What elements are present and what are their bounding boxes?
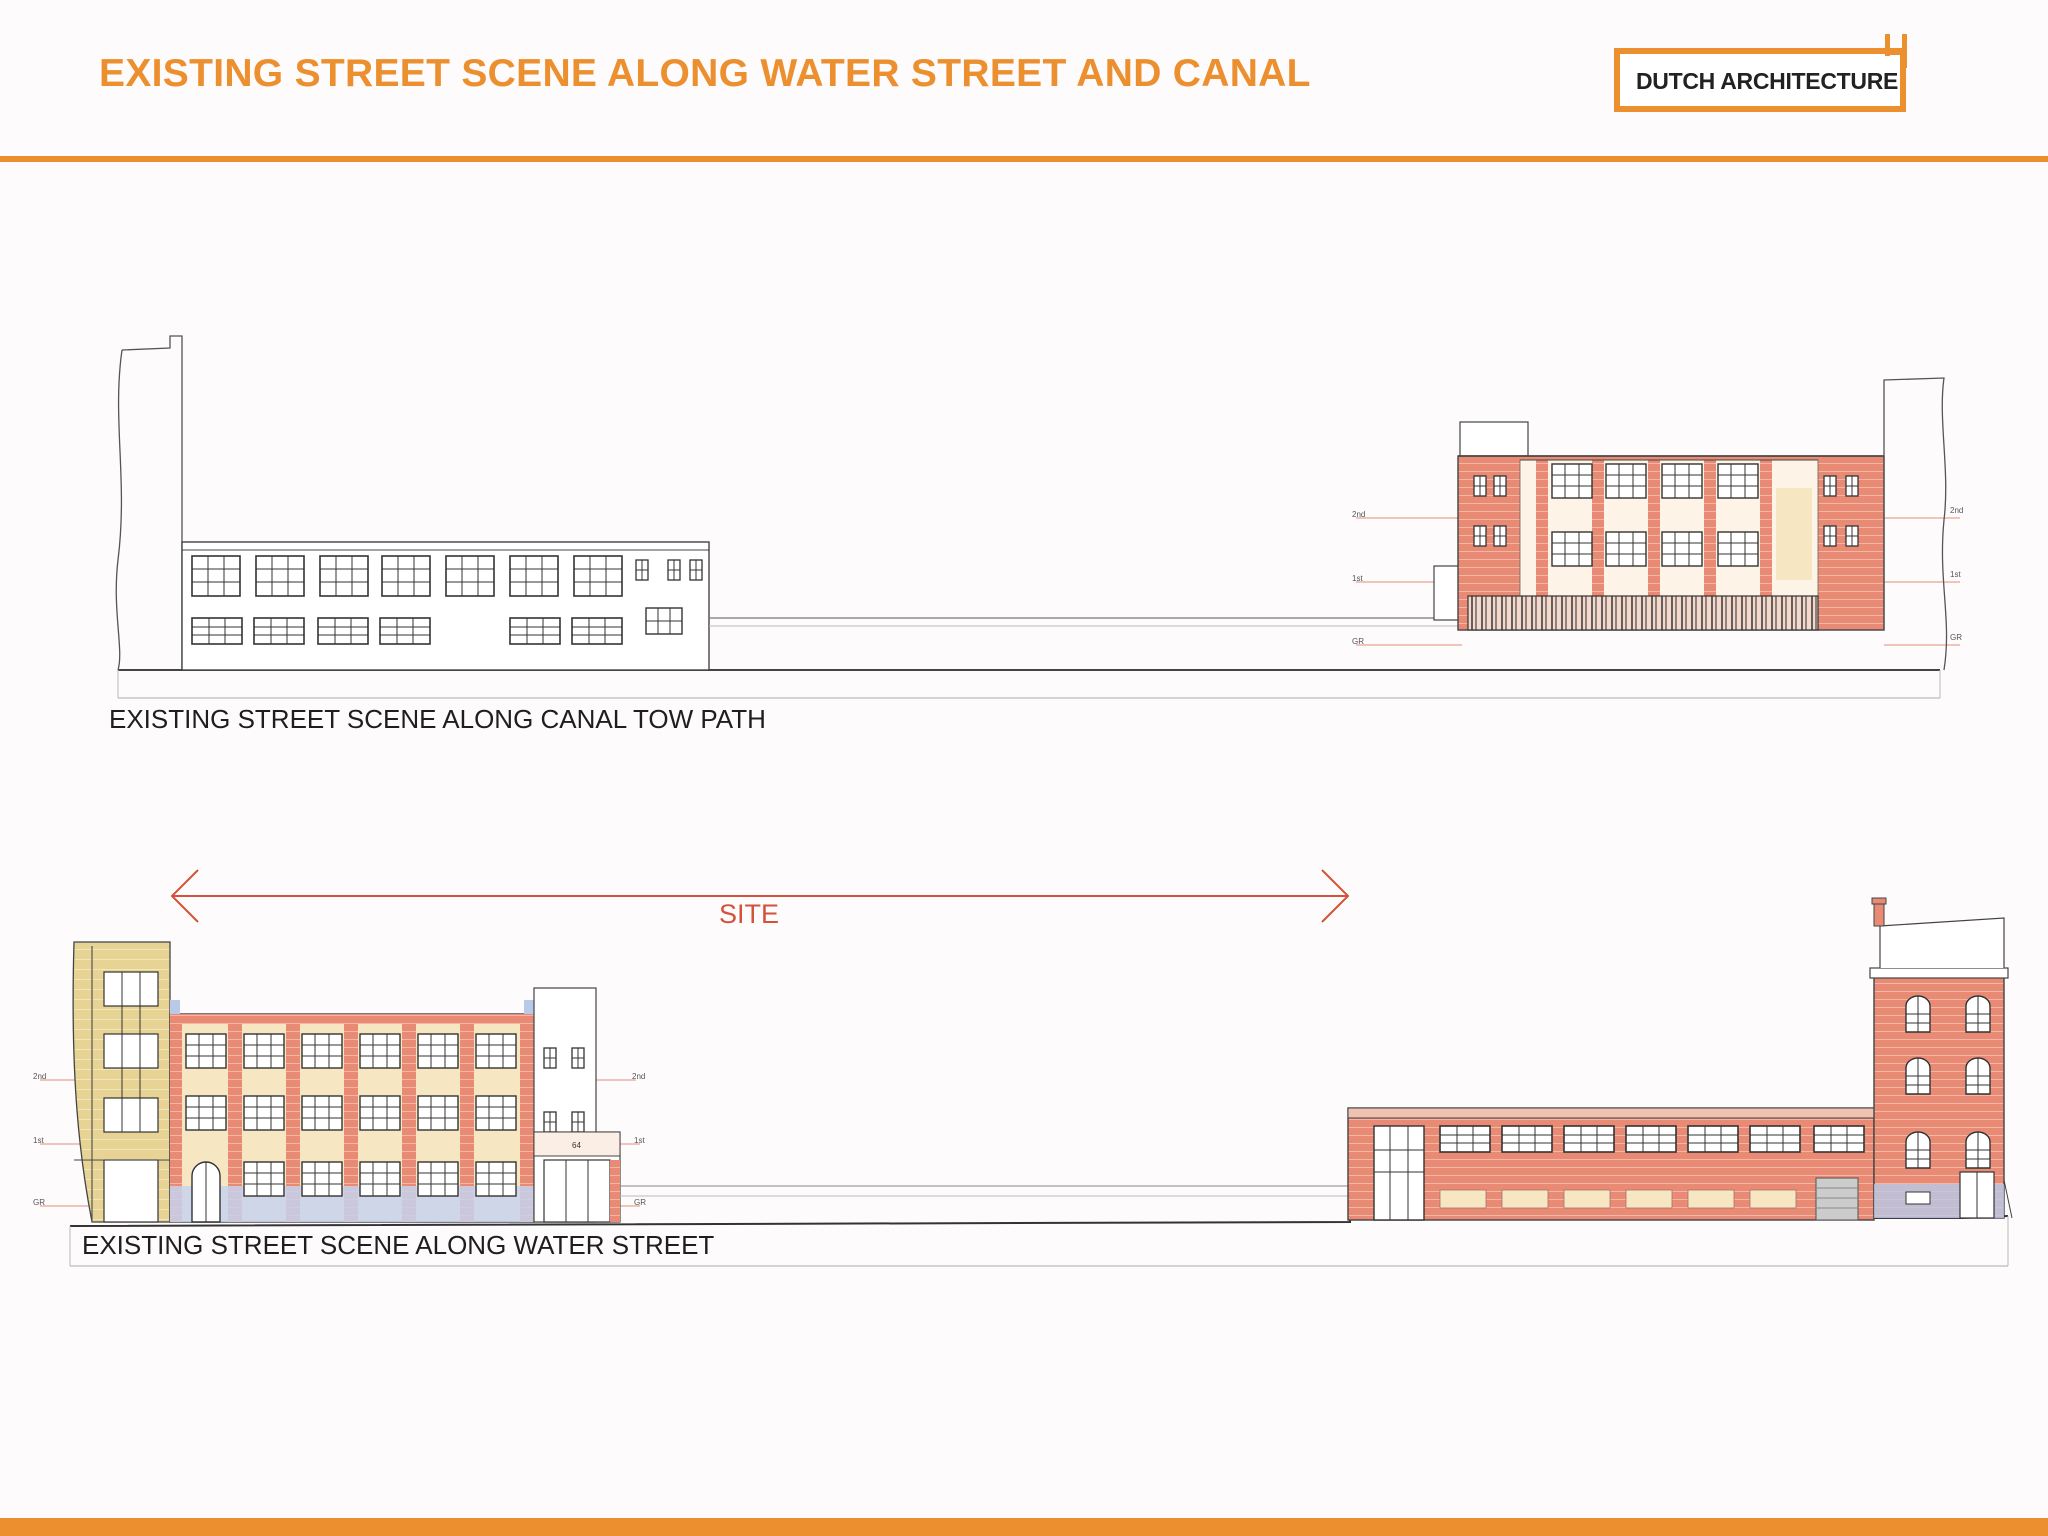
logo-text: DUTCH ARCHITECTURE	[1636, 68, 1899, 94]
logo-frame	[1614, 48, 1906, 112]
ws-level-1st-right: 1st	[634, 1136, 645, 1145]
ws-level-1st-left: 1st	[33, 1136, 44, 1145]
water-street-white-annex	[533, 987, 621, 1223]
canal-level-2nd-right: 2nd	[1950, 506, 1964, 515]
ws-level-2nd-right: 2nd	[632, 1072, 646, 1081]
canal-elevation	[115, 335, 1960, 699]
ws-level-gr-left: GR	[33, 1198, 45, 1207]
water-street-elevation-caption: EXISTING STREET SCENE ALONG WATER STREET	[82, 1230, 715, 1260]
ws-level-gr-right: GR	[634, 1198, 646, 1207]
logo-h-mark-icon	[1885, 34, 1907, 68]
canal-left-lower-windows	[191, 607, 683, 645]
site-extent-arrow	[170, 869, 1350, 923]
canal-level-1st-right: 1st	[1950, 570, 1961, 579]
canal-level-1st-left: 1st	[1352, 574, 1363, 583]
water-street-left-brick-building	[169, 1000, 535, 1223]
header-rule	[0, 156, 2048, 162]
water-street-right-low-building	[1347, 1107, 1875, 1221]
footer-rule	[0, 1518, 2048, 1536]
canal-level-gr-left: GR	[1352, 637, 1364, 646]
canal-right-brick-building	[1433, 421, 1885, 631]
dutch-architecture-logo: DUTCH ARCHITECTURE	[1612, 32, 1918, 118]
canal-level-2nd-left: 2nd	[1352, 510, 1366, 519]
canal-elevation-caption: EXISTING STREET SCENE ALONG CANAL TOW PA…	[109, 704, 766, 734]
canal-level-gr-right: GR	[1950, 633, 1962, 642]
site-label: SITE	[719, 899, 780, 929]
ws-level-2nd-left: 2nd	[33, 1072, 47, 1081]
water-street-corner-tower	[1869, 897, 2013, 1219]
door-number: 64	[572, 1141, 581, 1150]
page-title: EXISTING STREET SCENE ALONG WATER STREET…	[99, 52, 1311, 95]
water-street-ochre-tower	[72, 941, 171, 1223]
water-street-elevation: 64	[40, 869, 2013, 1267]
